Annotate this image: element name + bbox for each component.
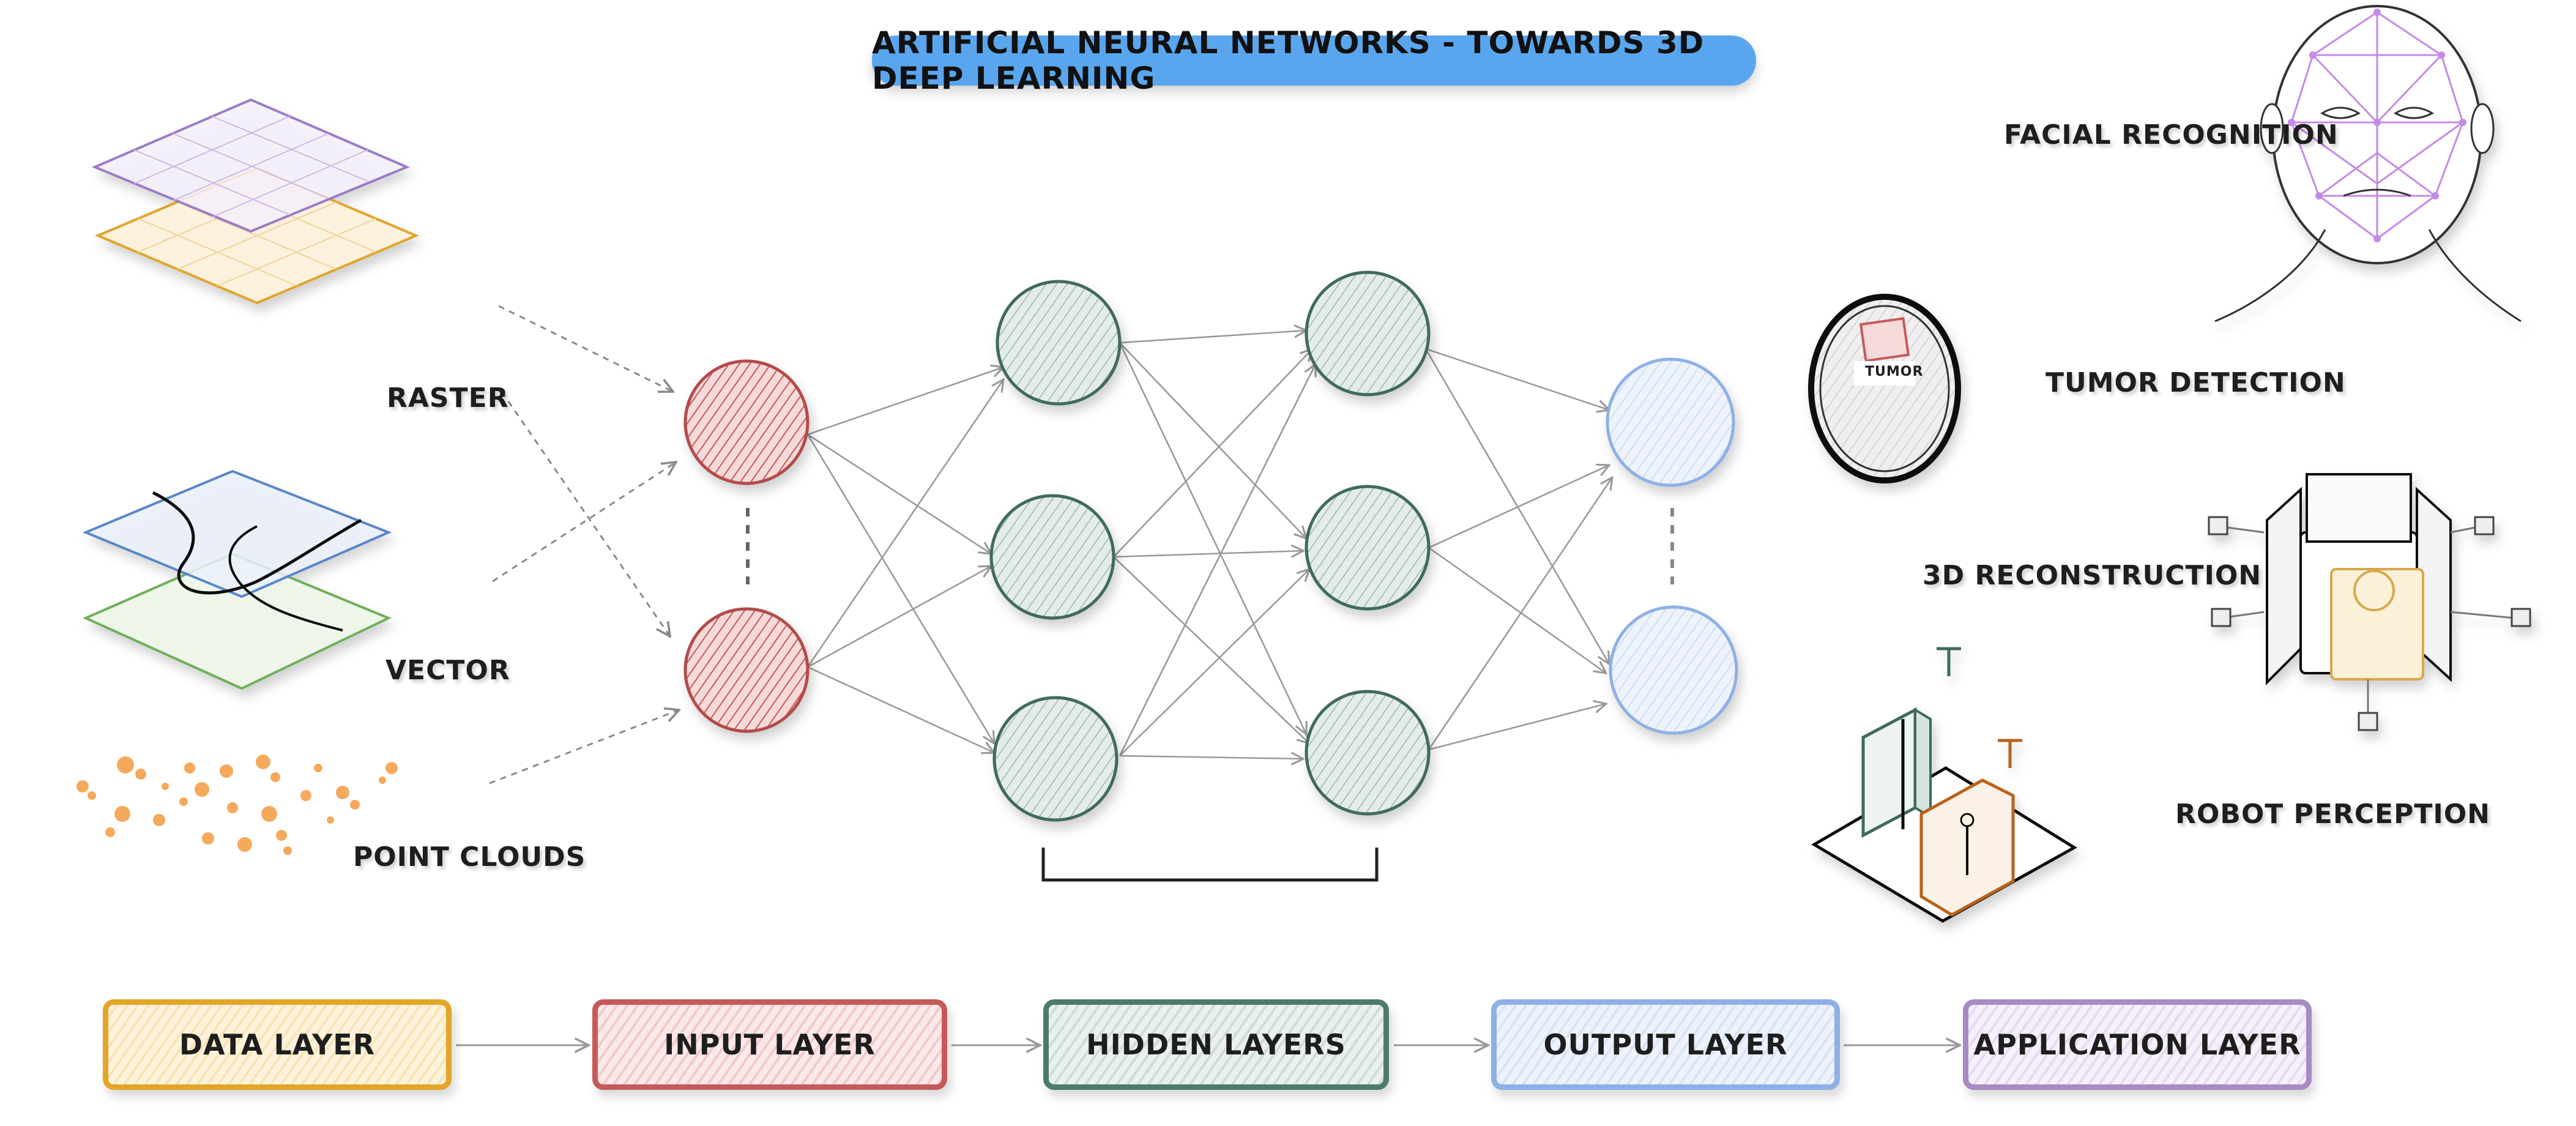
output-layer-nodes	[1606, 357, 1738, 735]
hidden-layers-bracket	[1041, 848, 1379, 882]
output-node-1	[1606, 357, 1735, 487]
raster-label: RASTER	[387, 382, 509, 414]
vector-planes-icon	[82, 469, 392, 690]
raster-grid-planes-icon	[91, 98, 420, 305]
network-edges	[806, 330, 1612, 759]
hidden-node-1-1	[996, 280, 1122, 406]
input-node-1	[683, 359, 810, 485]
3d-reconstruction-label: 3D RECONSTRUCTION	[1923, 560, 2262, 591]
data-layer-box: DATA LAYER	[103, 999, 452, 1090]
input-node-2	[683, 607, 810, 733]
application-layer-box: APPLICATION LAYER	[1963, 999, 2312, 1090]
hidden-layers-box: HIDDEN LAYERS	[1043, 999, 1389, 1090]
brain-scan-icon	[1808, 294, 1961, 483]
hidden-layer-nodes	[989, 270, 1431, 822]
input-layer-box: INPUT LAYER	[592, 999, 947, 1090]
hidden-node-1-3	[992, 696, 1119, 822]
facial-recognition-label: FACIAL RECOGNITION	[2004, 119, 2339, 151]
robot-perception-icon	[2208, 473, 2531, 731]
output-layer-box: OUTPUT LAYER	[1491, 999, 1840, 1090]
diagram-title: ARTIFICIAL NEURAL NETWORKS - TOWARDS 3D …	[872, 25, 1756, 96]
hidden-node-1-2	[989, 494, 1115, 620]
hidden-node-2-2	[1305, 485, 1431, 611]
hidden-node-2-1	[1305, 270, 1431, 397]
point-clouds-label: POINT CLOUDS	[353, 841, 586, 873]
output-node-2	[1609, 605, 1738, 735]
tumor-label: TUMOR	[1865, 364, 1924, 379]
input-layer-nodes	[683, 359, 810, 733]
vector-label: VECTOR	[385, 655, 510, 686]
point-cloud-icon	[76, 755, 398, 855]
tumor-detection-label: TUMOR DETECTION	[2046, 367, 2346, 398]
data-to-input-arrows	[489, 305, 679, 785]
3d-reconstruction-icon	[1811, 647, 2077, 923]
face-mesh-icon	[2214, 5, 2522, 323]
robot-perception-label: ROBOT PERCEPTION	[2175, 799, 2490, 830]
hidden-node-2-3	[1305, 690, 1431, 816]
